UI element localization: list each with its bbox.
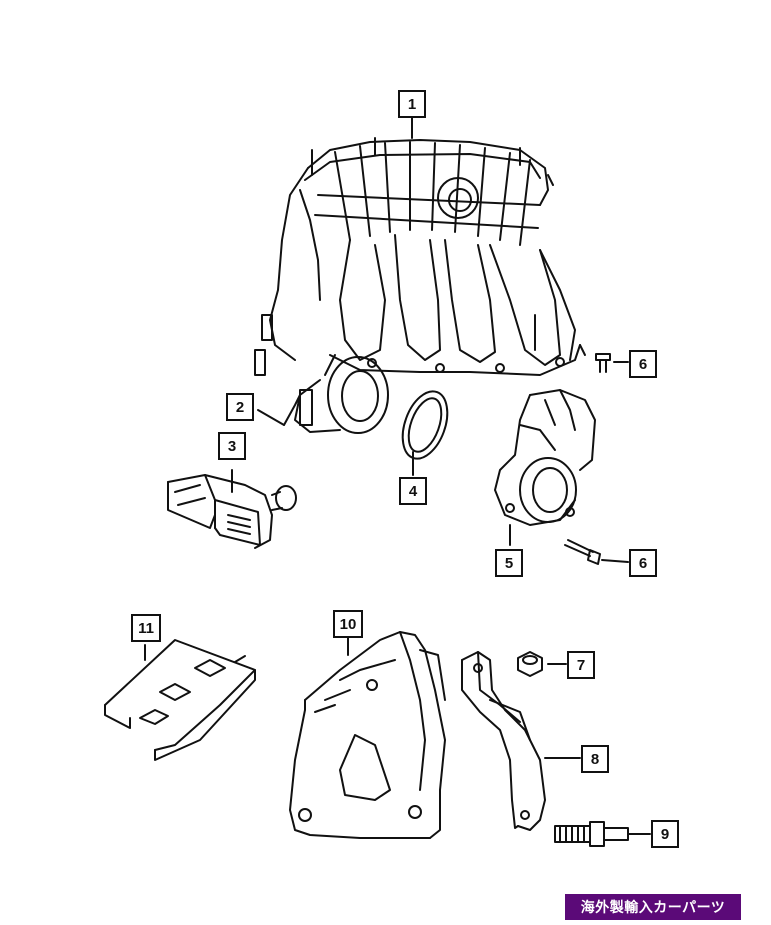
callout-10: 10 <box>333 610 363 638</box>
nut-drawing <box>517 651 567 677</box>
stud-drawing <box>554 821 651 847</box>
part-2-drawing <box>257 394 301 426</box>
callout-4: 4 <box>399 477 427 505</box>
manifold-bracket-drawing <box>289 631 446 839</box>
map-sensor-drawing <box>167 469 297 549</box>
throttle-body-drawing <box>494 389 596 546</box>
support-bracket-drawing <box>461 651 581 831</box>
insulator-pad-drawing <box>104 639 256 761</box>
callout-8: 8 <box>581 745 609 773</box>
watermark-banner: 海外製輸入カーパーツ <box>565 894 741 920</box>
callout-11: 11 <box>131 614 161 642</box>
callout-9: 9 <box>651 820 679 848</box>
callout-7: 7 <box>567 651 595 679</box>
gasket-drawing <box>401 390 449 476</box>
bolt-bottom-drawing <box>564 539 629 565</box>
callout-5: 5 <box>495 549 523 577</box>
callout-2: 2 <box>226 393 254 421</box>
callout-6-bottom: 6 <box>629 549 657 577</box>
callout-6-top: 6 <box>629 350 657 378</box>
intake-manifold-drawing <box>254 117 586 434</box>
bolt-top-drawing <box>595 353 629 373</box>
callout-3: 3 <box>218 432 246 460</box>
callout-1: 1 <box>398 90 426 118</box>
